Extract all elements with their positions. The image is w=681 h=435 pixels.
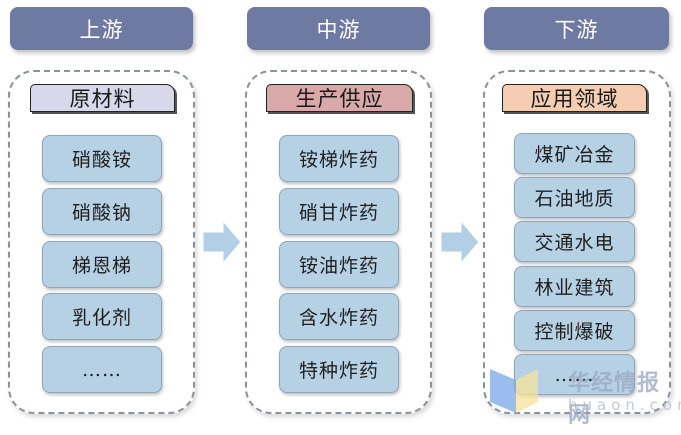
stage-header-label: 中游 — [316, 17, 361, 42]
list-item-downstream: 控制爆破 — [514, 310, 635, 351]
category-applications: 应用领域 — [502, 84, 647, 112]
item-label: …… — [82, 358, 122, 381]
stage-header-label: 上游 — [79, 17, 124, 42]
list-item-midstream: 铵油炸药 — [279, 241, 399, 288]
group-downstream — [483, 70, 671, 414]
item-label: 煤矿冶金 — [534, 144, 615, 166]
item-label: 铵油炸药 — [298, 255, 379, 277]
stage-header-midstream: 中游 — [247, 7, 430, 50]
category-production: 生产供应 — [266, 84, 413, 112]
item-label: 特种炸药 — [298, 360, 379, 382]
list-item-upstream: 硝酸钠 — [42, 188, 162, 235]
list-item-upstream: 梯恩梯 — [42, 241, 162, 288]
stage-header-upstream: 上游 — [10, 7, 193, 50]
item-label: 硝酸钠 — [71, 202, 132, 224]
list-item-midstream: 特种炸药 — [279, 346, 399, 393]
category-raw-materials: 原材料 — [30, 84, 175, 112]
item-label: 交通水电 — [534, 232, 615, 254]
list-item-midstream: 硝甘炸药 — [279, 188, 399, 235]
list-item-upstream: 硝酸铵 — [42, 135, 162, 182]
list-item-downstream: 交通水电 — [514, 221, 635, 262]
list-item-downstream: …… — [514, 354, 635, 395]
item-label: …… — [554, 363, 595, 386]
item-label: 梯恩梯 — [71, 255, 132, 277]
category-label: 应用领域 — [530, 87, 619, 111]
item-label: 含水炸药 — [298, 307, 379, 329]
item-label: 石油地质 — [534, 188, 615, 210]
category-label: 生产供应 — [295, 87, 384, 111]
item-label: 乳化剂 — [71, 307, 132, 329]
arrow-right-icon — [441, 221, 479, 263]
list-item-downstream: 林业建筑 — [514, 266, 635, 307]
item-label: 控制爆破 — [534, 321, 615, 343]
category-label: 原材料 — [69, 87, 136, 111]
list-item-upstream: 乳化剂 — [42, 293, 162, 340]
list-item-midstream: 含水炸药 — [279, 293, 399, 340]
group-midstream — [245, 70, 432, 414]
list-item-midstream: 铵梯炸药 — [279, 135, 399, 182]
list-item-upstream: …… — [42, 346, 162, 393]
item-label: 硝酸铵 — [71, 149, 132, 171]
list-item-downstream: 煤矿冶金 — [514, 133, 635, 174]
item-label: 林业建筑 — [534, 277, 615, 299]
list-item-downstream: 石油地质 — [514, 177, 635, 218]
stage-header-label: 下游 — [554, 17, 599, 42]
stage-header-downstream: 下游 — [484, 7, 669, 50]
group-upstream — [8, 70, 195, 414]
item-label: 硝甘炸药 — [298, 202, 379, 224]
arrow-right-icon — [203, 221, 241, 263]
item-label: 铵梯炸药 — [298, 149, 379, 171]
